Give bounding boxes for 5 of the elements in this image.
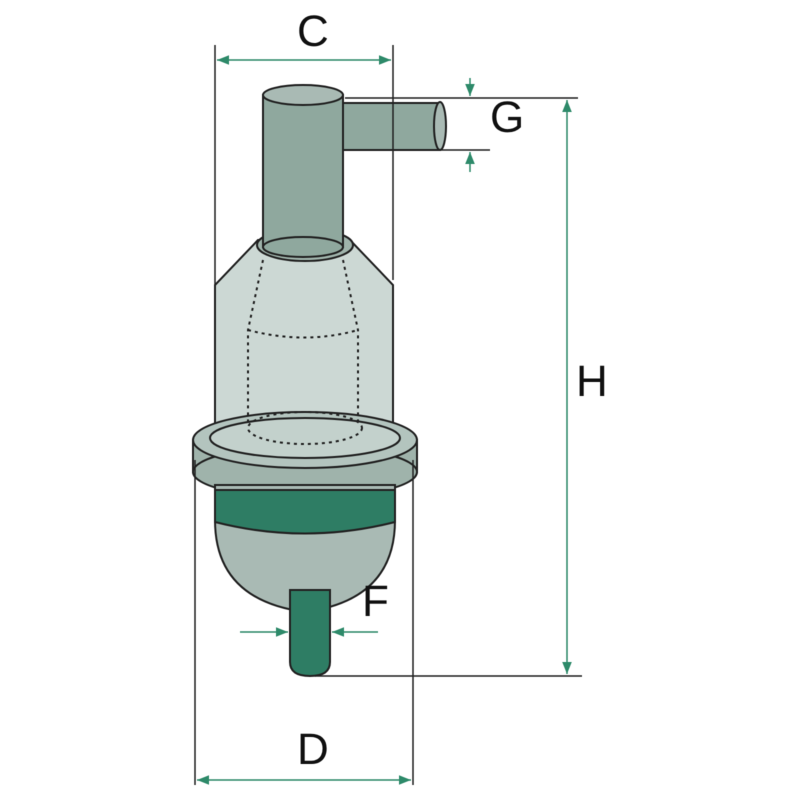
dimension-label: D [297, 728, 329, 772]
dimension-label: F [362, 580, 389, 624]
dimension-label: H [576, 360, 608, 404]
dimension-label: G [490, 96, 524, 140]
dimension-label: C [297, 10, 329, 54]
